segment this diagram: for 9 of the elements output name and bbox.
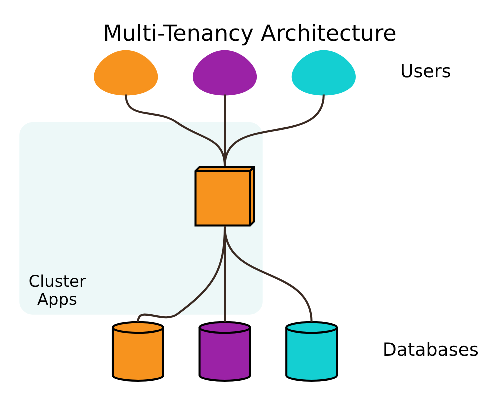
cluster: Cluster Apps (20, 122, 263, 315)
connector (224, 226, 313, 323)
label: Databases (382, 340, 479, 362)
connector (224, 94, 325, 166)
node-person (94, 50, 158, 96)
node-person (192, 50, 258, 96)
label: Users (400, 61, 452, 82)
diagram-title: Multi-Tenancy Architecture (103, 20, 397, 47)
node-person (292, 50, 356, 96)
